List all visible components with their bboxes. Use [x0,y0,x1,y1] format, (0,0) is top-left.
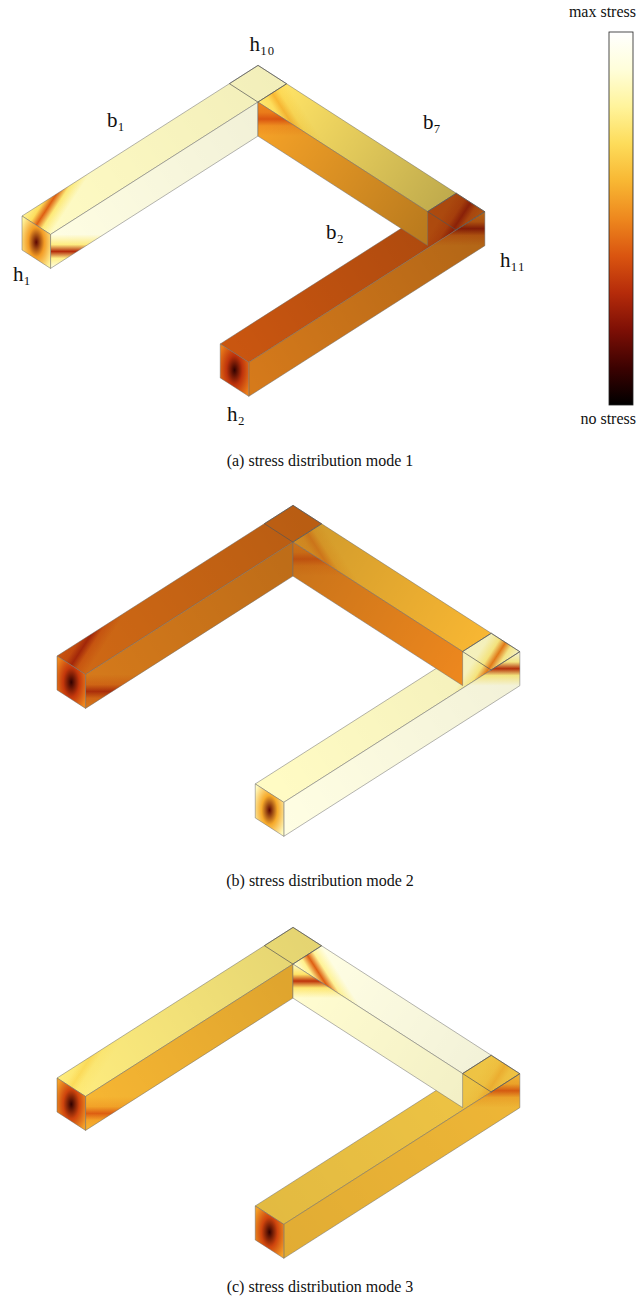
face-shading [258,102,428,245]
stress-face [220,193,485,362]
color-bar [609,32,633,405]
hinge-label: h₁ [13,262,31,286]
face-shading [293,964,463,1107]
face-shading [86,964,293,1130]
beam-label: b₁ [107,108,125,132]
face-shading [51,102,258,268]
face-shading [284,1074,520,1259]
beam-end-cap [255,1206,284,1258]
stress-face [293,542,463,685]
beam-structure [22,65,485,396]
joint-outline [264,505,321,542]
stress-face [57,505,322,674]
beam-label: b₇ [423,110,441,134]
stress-face [22,65,287,234]
joint-outline [229,65,286,102]
face-shading [22,65,287,234]
stress-face [57,927,322,1096]
stress-face [258,102,428,245]
beam-end-cap [57,1078,86,1130]
stress-face [51,102,258,268]
joint-outline [264,927,321,964]
subfigure-caption: (c) stress distribution mode 3 [227,1278,414,1296]
stress-face [284,1074,520,1259]
stress-face [255,633,520,802]
beam-structure [57,505,520,836]
subfigure-caption: (a) stress distribution mode 1 [227,452,414,470]
beam-end-cap [57,656,86,708]
joint-outline [428,193,485,230]
stress-face [86,542,293,708]
face-shading [255,1055,520,1224]
joint-outline [463,1055,520,1092]
beam-structure [57,927,520,1258]
beam-end-cap [22,216,51,268]
stress-face [284,652,520,837]
face-shading [293,542,463,685]
face-shading [249,212,485,397]
face-shading [57,927,322,1096]
subfigure-caption: (b) stress distribution mode 2 [226,872,414,890]
face-shading [255,633,520,802]
face-shading [86,542,293,708]
face-shading [284,652,520,837]
beam-end-cap [255,784,284,836]
beam-end-cap [220,344,249,396]
stress-face [293,964,463,1107]
stress-face [255,1055,520,1224]
stress-face [249,212,485,397]
hinge-label: h₁₀ [249,32,274,56]
joint-outline [463,633,520,670]
hinge-label: h₂ [227,402,245,426]
face-shading [220,193,485,362]
hinge-label: h₁₁ [500,248,525,272]
face-shading [57,505,322,674]
stress-face [86,964,293,1130]
beam-label: b₂ [326,220,344,244]
scale-label: max stress [569,3,636,21]
scale-label: no stress [580,410,636,428]
